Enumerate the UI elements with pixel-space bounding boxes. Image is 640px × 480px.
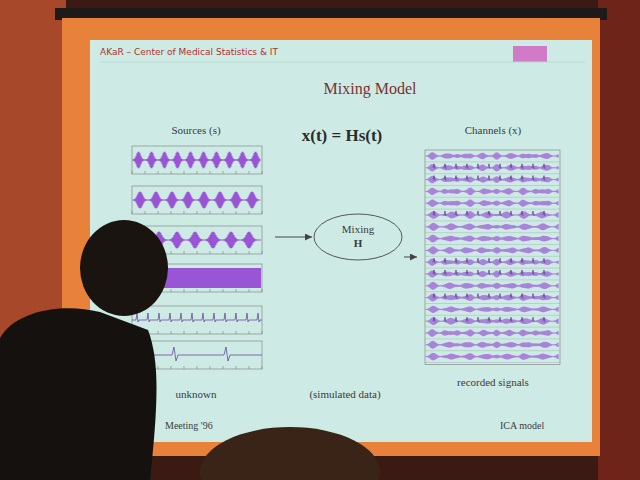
group-caption: unknown [176, 388, 217, 402]
group-caption: recorded signals [457, 376, 529, 390]
process-ellipse: MixingH [313, 213, 403, 261]
axis-ticks [132, 211, 262, 214]
channel-separator [425, 161, 560, 162]
channel-separator [425, 362, 560, 363]
channel-separator [425, 279, 560, 280]
channel-signal [426, 306, 558, 313]
channel-spikes [433, 164, 545, 169]
channel-signal [426, 329, 558, 337]
channel-spikes [433, 258, 545, 263]
signal-group: Sources (s) unknown [118, 124, 274, 402]
signal-group: Channels (x) recorded signals [418, 124, 568, 390]
channel-spikes [433, 294, 545, 299]
header-text: AKaR – Center of Medical Statistics & IT [100, 47, 278, 57]
channel-separator [425, 291, 560, 292]
matrix-symbol: H [354, 237, 363, 251]
plot-frame [132, 146, 262, 174]
channel-spikes [433, 270, 545, 275]
channel-spikes [433, 176, 545, 181]
channel-separator [425, 173, 560, 174]
slide-title: Mixing Model [324, 80, 417, 98]
channel-separator [425, 268, 560, 269]
channel-separator [425, 315, 560, 316]
channel-signal [426, 317, 558, 325]
channel-separator [425, 220, 560, 221]
ellipse-shape [314, 214, 402, 260]
slide-area [90, 40, 592, 442]
group-heading: Sources (s) [171, 124, 220, 138]
footer-text: ICA model [500, 420, 544, 431]
channel-separator [425, 338, 560, 339]
channel-signal [426, 270, 558, 277]
node-label: Mixing [342, 223, 374, 237]
channel-signal [426, 152, 558, 159]
spike-signal [132, 313, 262, 322]
audience-head [200, 427, 380, 480]
logo [513, 46, 547, 62]
axis-ticks [132, 171, 262, 174]
channel-signal [426, 223, 558, 231]
channel-signal [426, 294, 558, 302]
header-rule [100, 62, 585, 63]
channel-signal [426, 176, 558, 183]
channel-separator [425, 256, 560, 257]
burst-signal [133, 152, 260, 169]
presenter-body [0, 308, 157, 480]
burst-signal [133, 191, 260, 208]
plot-frame [132, 186, 262, 214]
footer-text: Meeting '96 [165, 420, 213, 431]
axis-ticks [132, 331, 262, 334]
channel-signal [426, 259, 558, 266]
presenter-head [80, 220, 168, 316]
plot-frame [132, 306, 262, 334]
channel-signal [426, 164, 558, 171]
arrow-connector [275, 237, 312, 238]
channel-separator [425, 327, 560, 328]
channel-separator [425, 197, 560, 198]
channel-separator [425, 209, 560, 210]
channel-separator [425, 185, 560, 186]
channel-signal [426, 282, 558, 290]
channel-separator [425, 244, 560, 245]
channel-separator [425, 303, 560, 304]
channel-signal [426, 341, 558, 349]
channel-signal [426, 200, 558, 207]
arrow-connector [404, 257, 417, 258]
channel-signal [426, 246, 558, 254]
channel-separator [425, 232, 560, 233]
right-curtain [598, 0, 640, 480]
channel-signal [426, 235, 558, 243]
channel-separator [425, 350, 560, 351]
note-text: (simulated data) [309, 388, 380, 400]
channel-signal [426, 211, 558, 219]
channel-signal [426, 353, 558, 360]
channel-spikes [433, 317, 545, 322]
group-heading: Channels (x) [465, 124, 522, 138]
channel-signal [426, 188, 558, 196]
channel-spikes [433, 211, 545, 216]
plot-frame [425, 150, 560, 364]
formula: x(t) = Hs(t) [302, 126, 383, 146]
